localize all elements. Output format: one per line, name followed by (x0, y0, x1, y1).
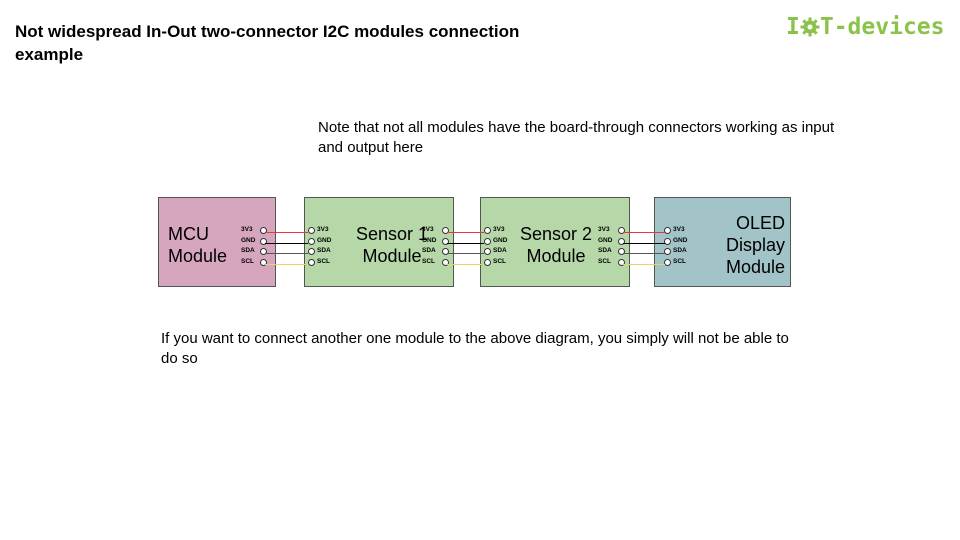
connector-pin-scl (664, 259, 671, 266)
pin-label-3v3: 3V3 (673, 226, 685, 233)
gear-icon (800, 17, 820, 37)
module-label-line: Module (362, 246, 422, 266)
oled-display-module: 3V3 GND SDA SCL OLED Display Module (654, 197, 791, 287)
wire-sda (447, 253, 484, 254)
connector-pin-scl (308, 259, 315, 266)
module-label-line: Sensor 2 (519, 224, 593, 244)
connector-pin-sda (308, 248, 315, 255)
pin-label-sda: SDA (493, 247, 507, 254)
module-label-line: Module (168, 246, 228, 266)
pin-label-sda: SDA (317, 247, 331, 254)
connector-pin-3v3 (260, 227, 267, 234)
module-label-line: Display (725, 235, 785, 255)
sensor-1-module: Sensor 1 Module 3V3 GND SDA SCL 3V3 GND … (304, 197, 454, 287)
mcu-module: MCU Module 3V3 GND SDA SCL (158, 197, 276, 287)
module-label-line: MCU (168, 224, 209, 244)
logo-text-left: I (786, 14, 800, 40)
mcu-module-label: MCU Module (168, 223, 227, 267)
connector-pin-sda (618, 248, 625, 255)
pin-label-scl: SCL (317, 258, 330, 265)
oled-display-module-label: OLED Display Module (711, 212, 785, 278)
sensor-2-module: Sensor 2 Module 3V3 GND SDA SCL 3V3 GND … (480, 197, 630, 287)
connector-pin-gnd (442, 238, 449, 245)
wire-3v3 (447, 232, 484, 233)
pin-label-scl: SCL (422, 258, 435, 265)
connector-pin-sda (664, 248, 671, 255)
pin-label-3v3: 3V3 (493, 226, 505, 233)
connector-pin-sda (484, 248, 491, 255)
connector-pin-gnd (664, 238, 671, 245)
logo-text-right: T-devices (819, 14, 945, 40)
pin-label-gnd: GND (493, 237, 508, 244)
pin-label-3v3: 3V3 (241, 226, 253, 233)
page-title: Not widespread In-Out two-connector I2C … (15, 22, 520, 64)
connector-pin-gnd (618, 238, 625, 245)
connector-pin-scl (618, 259, 625, 266)
wire-gnd (447, 243, 484, 244)
connector-pin-3v3 (442, 227, 449, 234)
connector-pin-sda (442, 248, 449, 255)
pin-label-gnd: GND (598, 237, 613, 244)
module-label-line: Module (725, 257, 785, 277)
footer-text: If you want to connect another one modul… (161, 330, 789, 367)
pin-label-gnd: GND (673, 237, 688, 244)
connector-pin-scl (442, 259, 449, 266)
pin-label-scl: SCL (673, 258, 686, 265)
wire-sda (623, 253, 665, 254)
wire-3v3 (623, 232, 665, 233)
module-label-line: Module (526, 246, 586, 266)
pin-label-gnd: GND (241, 237, 256, 244)
module-label-line: Sensor 1 (355, 224, 429, 244)
wire-3v3 (265, 232, 308, 233)
pin-label-sda: SDA (241, 247, 255, 254)
connector-pin-3v3 (664, 227, 671, 234)
connector-pin-sda (260, 248, 267, 255)
pin-label-scl: SCL (241, 258, 254, 265)
pin-label-sda: SDA (598, 247, 612, 254)
pin-label-sda: SDA (422, 247, 436, 254)
pin-label-scl: SCL (598, 258, 611, 265)
wire-gnd (623, 243, 665, 244)
iot-devices-logo: I T-devices (786, 14, 944, 40)
connector-pin-3v3 (308, 227, 315, 234)
connector-pin-gnd (308, 238, 315, 245)
note-text: Note that not all modules have the board… (318, 119, 835, 156)
connector-pin-gnd (260, 238, 267, 245)
wire-scl (623, 264, 665, 265)
pin-label-3v3: 3V3 (598, 226, 610, 233)
pin-label-gnd: GND (422, 237, 437, 244)
connector-pin-gnd (484, 238, 491, 245)
wire-sda (265, 253, 308, 254)
pin-label-gnd: GND (317, 237, 332, 244)
connector-pin-3v3 (618, 227, 625, 234)
pin-label-scl: SCL (493, 258, 506, 265)
module-label-line: OLED (735, 213, 785, 233)
wire-scl (447, 264, 484, 265)
wire-scl (265, 264, 308, 265)
wire-gnd (265, 243, 308, 244)
connector-pin-3v3 (484, 227, 491, 234)
pin-label-3v3: 3V3 (422, 226, 434, 233)
connector-pin-scl (260, 259, 267, 266)
pin-label-3v3: 3V3 (317, 226, 329, 233)
sensor-2-module-label: Sensor 2 Module (501, 223, 611, 267)
connector-pin-scl (484, 259, 491, 266)
pin-label-sda: SDA (673, 247, 687, 254)
sensor-1-module-label: Sensor 1 Module (337, 223, 447, 267)
